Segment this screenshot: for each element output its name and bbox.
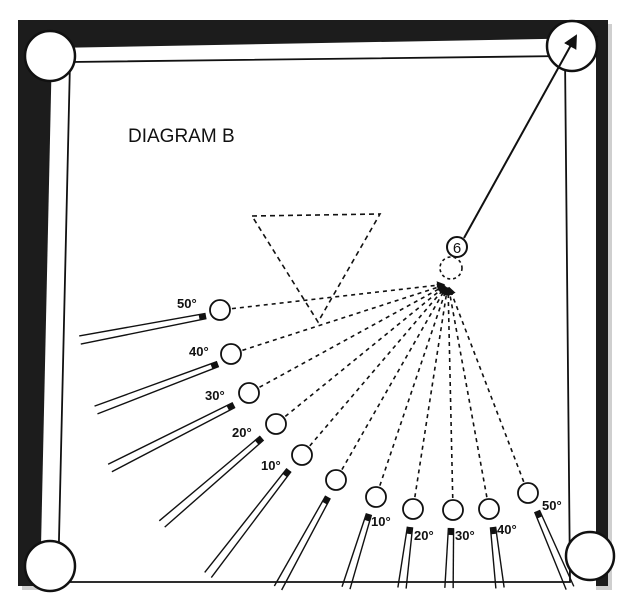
angle-label-bottom-0: 10° [371,514,391,529]
pocket-bottom-right [566,532,614,580]
pocket-top-right [547,21,597,71]
angle-label-left-2: 30° [205,388,225,403]
cue-ball-bottom-3 [479,499,499,519]
diagram-title: DIAGRAM B [128,126,235,147]
cue-ball-left-1 [221,344,241,364]
cue-tip-left-2 [228,405,234,408]
cue-tip-middle-center [325,497,328,503]
cue-tip-bottom-4 [537,511,540,517]
cue-ball-bottom-4 [518,483,538,503]
cue-tip-left-1 [211,364,218,366]
pocket-top-left [25,31,75,81]
cue-tip-bottom-0 [367,514,369,521]
pocket-bottom-left [25,541,75,591]
angle-label-bottom-1: 20° [414,528,434,543]
cue-ball-middle-center [326,470,346,490]
angle-label-left-0: 50° [177,296,197,311]
angle-label-bottom-2: 30° [455,528,475,543]
object-ball-number: 6 [453,240,461,257]
cue-ball-left-4 [292,445,312,465]
cue-tip-bottom-3 [493,527,494,534]
angle-label-left-3: 20° [232,425,252,440]
angle-label-left-4: 10° [261,458,281,473]
cue-ball-bottom-2 [443,500,463,520]
ghost-ball [440,257,462,279]
cue-ball-bottom-1 [403,499,423,519]
angle-label-bottom-4: 50° [542,498,562,513]
cue-tip-left-0 [199,316,206,317]
cue-ball-left-2 [239,383,259,403]
cue-tip-bottom-1 [409,527,410,534]
cue-ball-left-0 [210,300,230,320]
angle-label-left-1: 40° [189,344,209,359]
cue-ball-left-3 [266,414,286,434]
cue-ball-bottom-0 [366,487,386,507]
angle-label-bottom-3: 40° [497,522,517,537]
